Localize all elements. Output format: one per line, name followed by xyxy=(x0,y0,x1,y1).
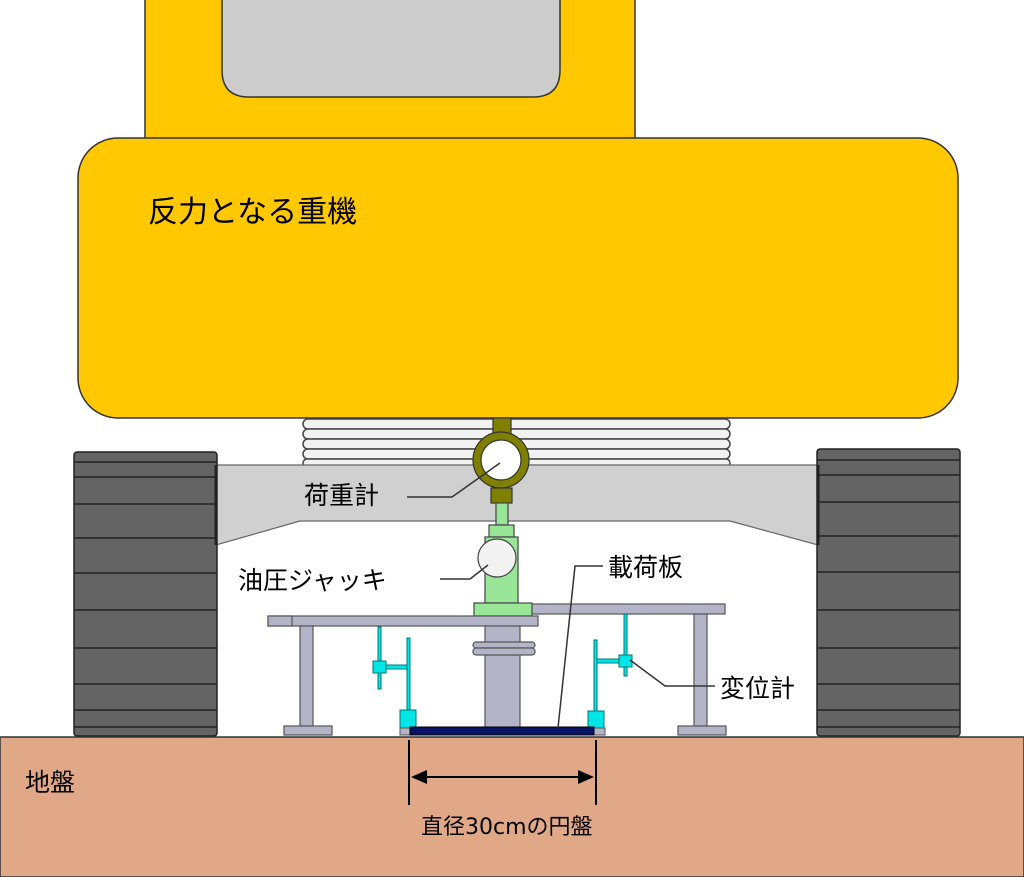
ground xyxy=(0,736,1024,877)
reference-beams xyxy=(267,603,727,736)
hydraulic-jack-label: 油圧ジャッキ xyxy=(238,566,387,595)
load-cell-leader xyxy=(407,462,501,498)
hydraulic-jack xyxy=(473,502,533,617)
ground-label: 地盤 xyxy=(25,768,75,797)
plate-leader xyxy=(557,565,603,729)
arrow-right-icon xyxy=(578,770,594,784)
reaction-machine-label: 反力となる重機 xyxy=(148,195,357,230)
loading-plate xyxy=(409,726,595,736)
arrow-left-icon xyxy=(411,770,427,784)
disc-diameter-label: 直径30cmの円盤 xyxy=(421,815,593,840)
displacement-gauges xyxy=(372,613,633,729)
diameter-dimension xyxy=(408,740,597,805)
loading-plate-label: 載荷板 xyxy=(608,553,683,582)
machine-cab xyxy=(144,0,636,141)
cab-window xyxy=(221,0,561,98)
jack-leader xyxy=(440,564,489,580)
jack-pressure-gauge xyxy=(477,538,517,578)
gauge-leader xyxy=(629,659,715,687)
machine-body xyxy=(77,137,959,419)
load-cell-dial xyxy=(480,439,522,481)
load-cell-label: 荷重計 xyxy=(304,481,379,510)
left-track xyxy=(73,451,218,737)
right-track xyxy=(816,448,961,737)
displacement-gauge-label: 変位計 xyxy=(720,674,795,703)
